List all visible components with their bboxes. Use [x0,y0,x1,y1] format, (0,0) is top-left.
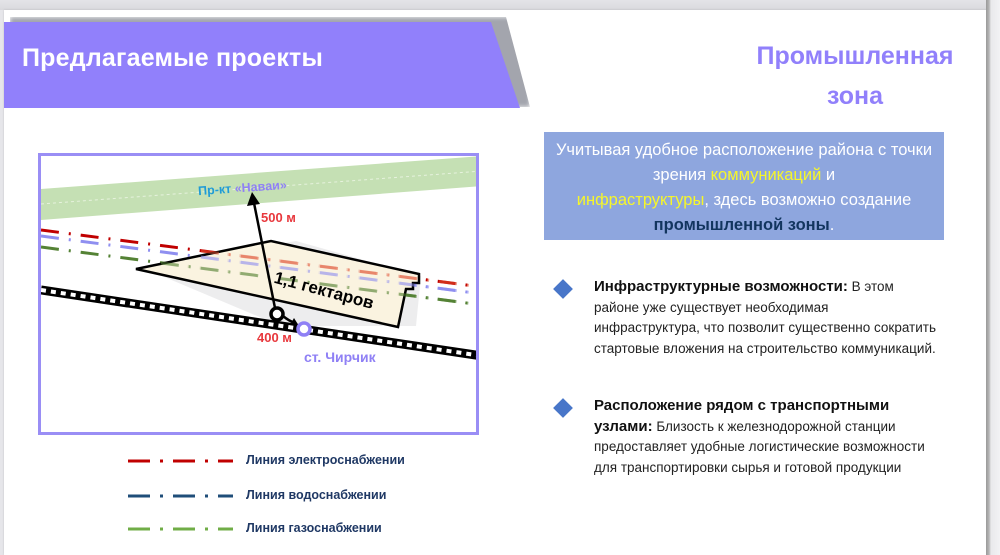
diamond-bullet-icon [553,279,573,299]
bullet-title: Инфраструктурные возможности: [594,278,848,295]
site-map-drawing [41,156,476,360]
page-title: Предлагаемые проекты [22,44,324,72]
info-text-part2: и [821,166,836,184]
zone-heading-line2: зона [826,82,884,110]
bullet-text: Расположение рядом с транспортными узлам… [594,396,936,478]
diamond-bullet-icon [553,398,573,418]
bullet-body: В этом районе уже существует необходимая… [594,279,937,356]
legend-item-power: Линия электроснабжении [128,453,448,473]
info-callout-box: Учитывая удобное расположение района с т… [544,132,944,240]
origin-point-icon [269,306,285,322]
arrow-head-icon [247,192,260,206]
legend-item-water: Линия водоснабжении [128,488,448,508]
station-label: ст. Чирчик [304,349,376,365]
bullet-body: Близость к железнодорожной станции предо… [594,418,925,475]
railway [41,285,476,360]
zone-heading: Промышленная зона [720,36,990,116]
bullet-transport: Расположение рядом с транспортными узлам… [553,396,936,478]
station-marker-icon [296,321,312,337]
window-right-edge [986,0,1000,555]
title-banner [4,22,520,108]
legend-item-gas: Линия газоснабжении [128,521,448,541]
water-line-icon [128,494,233,498]
info-text-part1: Учитывая удобное расположение района с т… [555,141,933,184]
zone-heading-line1: Промышленная [756,42,954,70]
bullet-infrastructure: Инфраструктурные возможности: В этом рай… [553,277,936,359]
window-top-edge [0,0,1000,10]
info-highlight-communications: коммуникаций [710,166,822,184]
bullet-title: Расположение рядом с транспортными узлам… [594,397,890,435]
info-text-part3: , здесь возможно создание [704,191,912,209]
legend-label: Линия газоснабжении [246,521,382,535]
bullet-text: Инфраструктурные возможности: В этом рай… [594,277,936,359]
info-highlight-infrastructure: инфраструктуры [576,191,705,209]
distance-to-road: 500 м [261,210,296,225]
info-highlight-industrial-zone: промышленной зоны [653,216,830,234]
legend-label: Линия водоснабжении [246,488,387,502]
legend-label: Линия электроснабжении [246,453,405,467]
power-line-icon [128,459,233,463]
info-text-end: . [829,216,835,234]
site-map: Пр-кт «Навaи» 500 м 1,1 гектаров 400 м с… [38,153,479,435]
road-label-prefix: Пр-кт [197,181,236,199]
distance-to-station: 400 м [257,330,292,345]
gas-line-icon [128,527,233,531]
plot-area [135,239,421,329]
